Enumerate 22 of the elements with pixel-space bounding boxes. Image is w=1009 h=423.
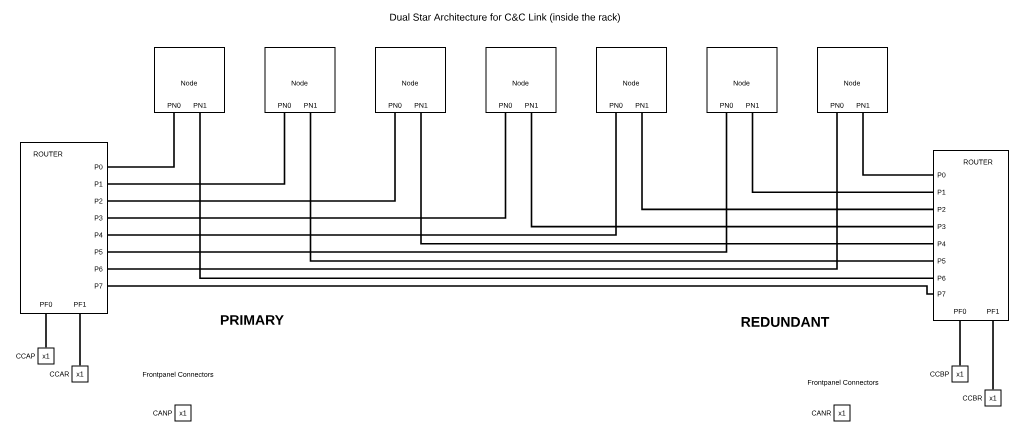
wire [106,111,728,253]
wire [992,319,994,391]
note-label: REDUNDANT [741,317,830,327]
wire [79,312,81,367]
wire [45,312,47,349]
wire [959,319,961,367]
wire [199,111,934,279]
wire [106,111,507,219]
wire [106,111,396,202]
wire [420,111,934,245]
wire [106,111,617,236]
wire [862,111,934,176]
wire [751,111,934,193]
wire [309,111,934,262]
wire [641,111,934,211]
wire [106,111,175,168]
note-label: PRIMARY [220,315,284,325]
diagram-title: Dual Star Architecture for C&C Link (inside the rack) [390,13,620,23]
wire [530,111,934,228]
wire [106,111,286,185]
wire [106,285,934,295]
wire [106,111,838,270]
